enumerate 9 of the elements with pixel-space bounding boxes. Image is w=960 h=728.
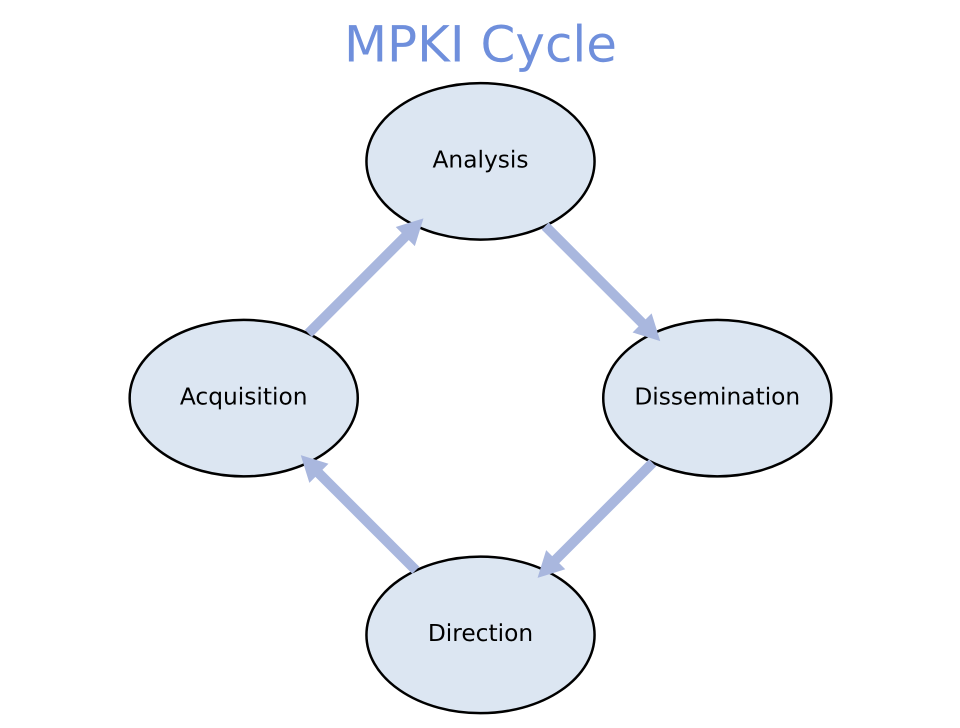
arrow <box>300 455 419 574</box>
node-ellipse: Dissemination <box>602 318 832 478</box>
node-ellipse: Analysis <box>364 82 596 241</box>
arrow <box>537 459 656 578</box>
node-ellipse: Acquisition <box>128 318 358 478</box>
diagram-title: MPKI Cycle <box>343 15 617 74</box>
arrow <box>304 218 423 337</box>
arrow <box>541 222 660 342</box>
node-ellipse: Direction <box>364 555 596 714</box>
